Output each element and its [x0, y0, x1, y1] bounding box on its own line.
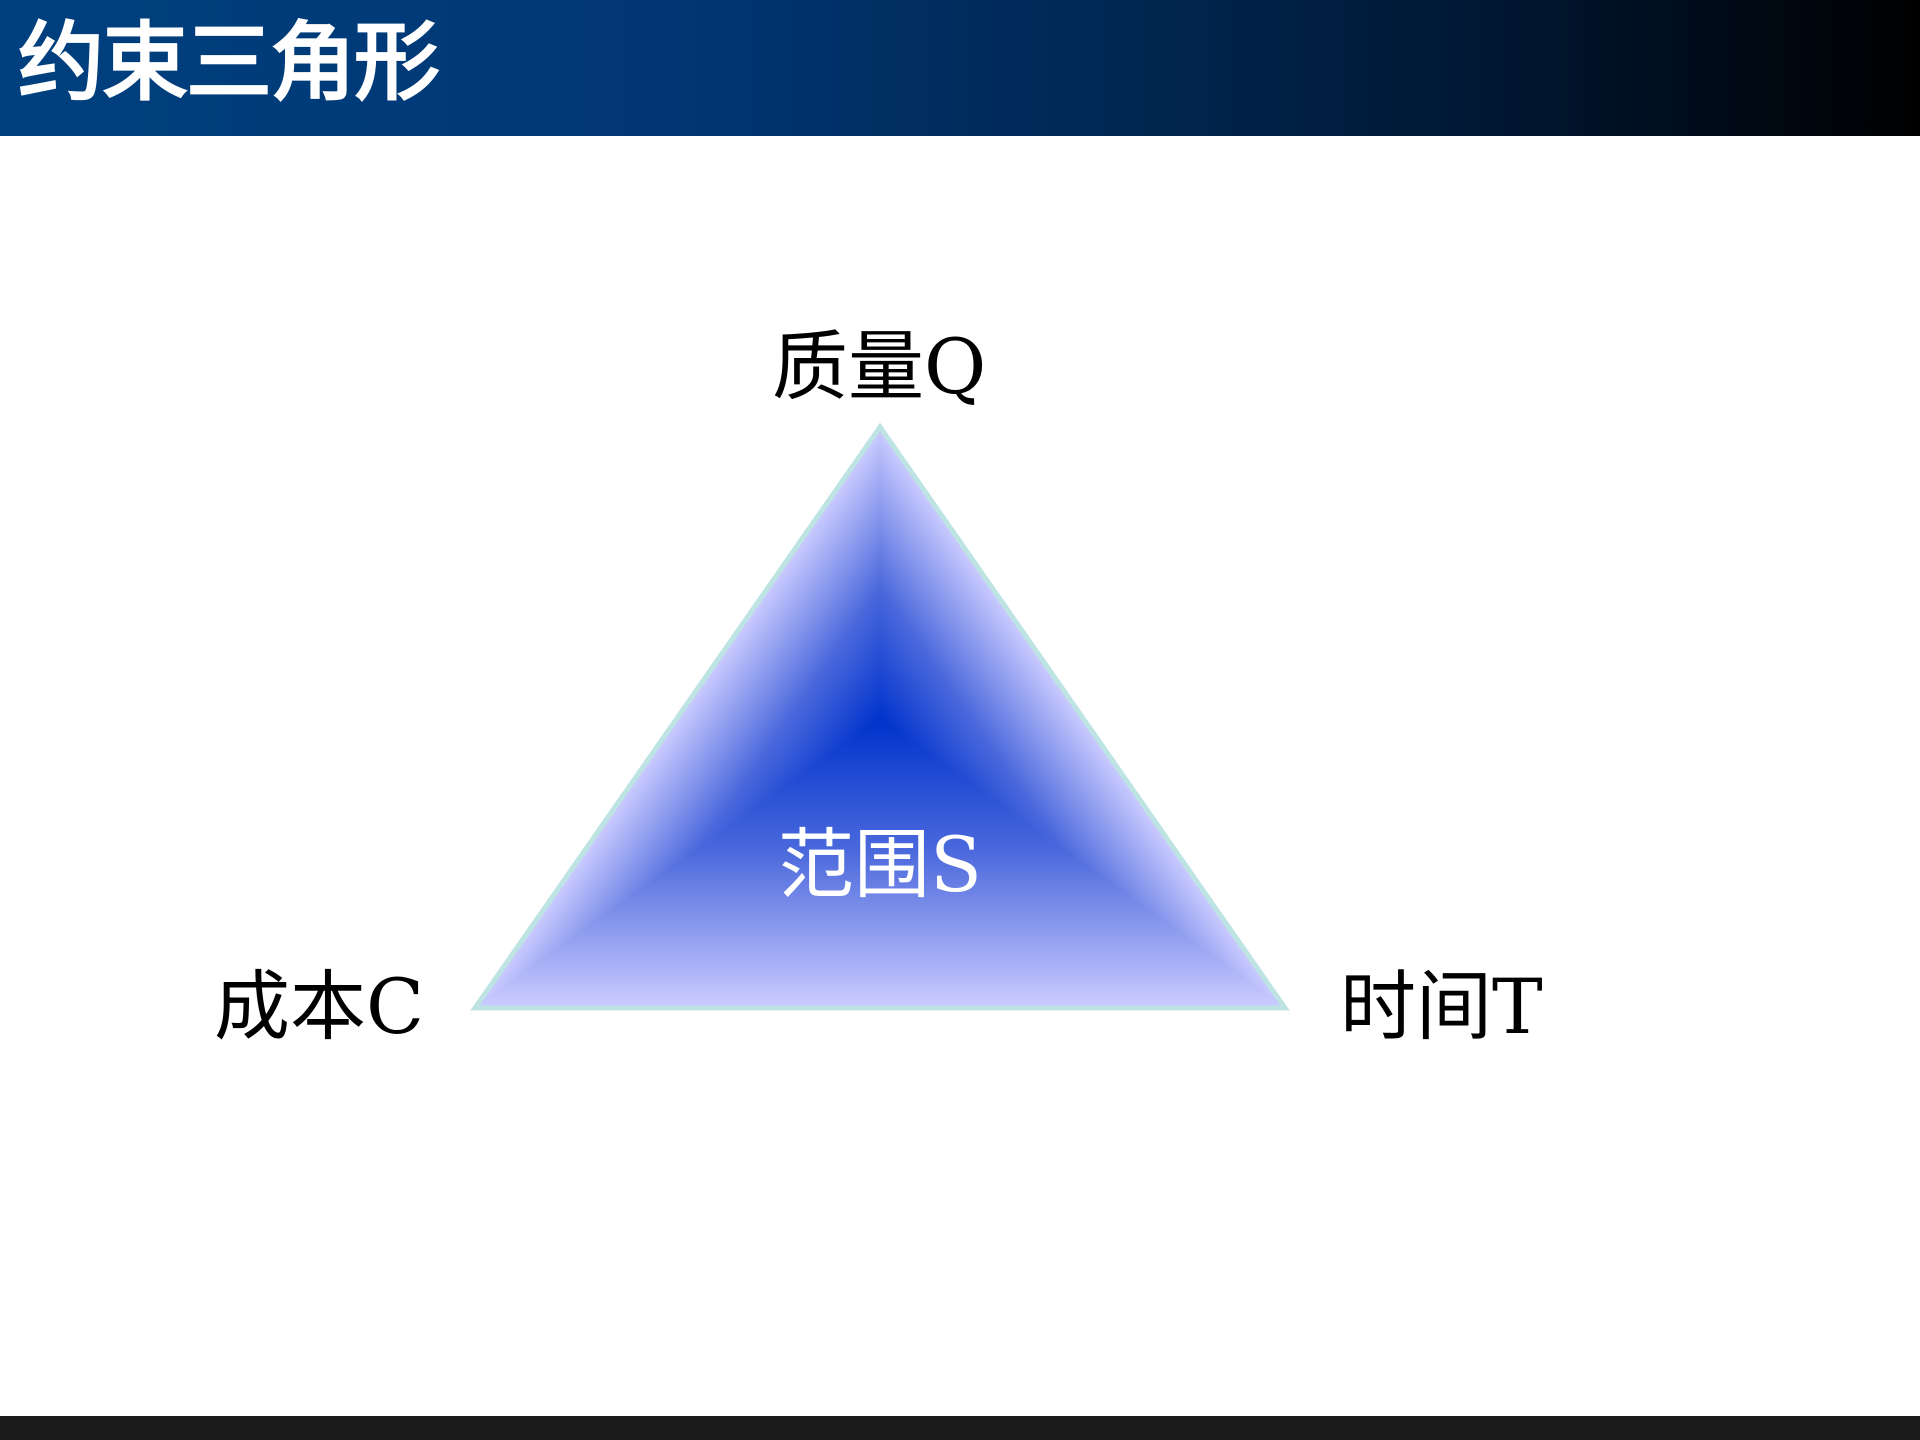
center-label-scope: 范围S [778, 820, 983, 909]
vertex-label-time: 时间T [1340, 962, 1543, 1051]
vertex-label-cost: 成本C [214, 962, 425, 1051]
triangle-fill [473, 425, 1287, 1009]
slide-title: 约束三角形 [18, 13, 440, 113]
vertex-label-quality: 质量Q [772, 322, 987, 411]
footer-bar [0, 1416, 1920, 1440]
title-bar: 约束三角形 [0, 0, 1920, 136]
triangle-outline [470, 422, 1290, 1011]
